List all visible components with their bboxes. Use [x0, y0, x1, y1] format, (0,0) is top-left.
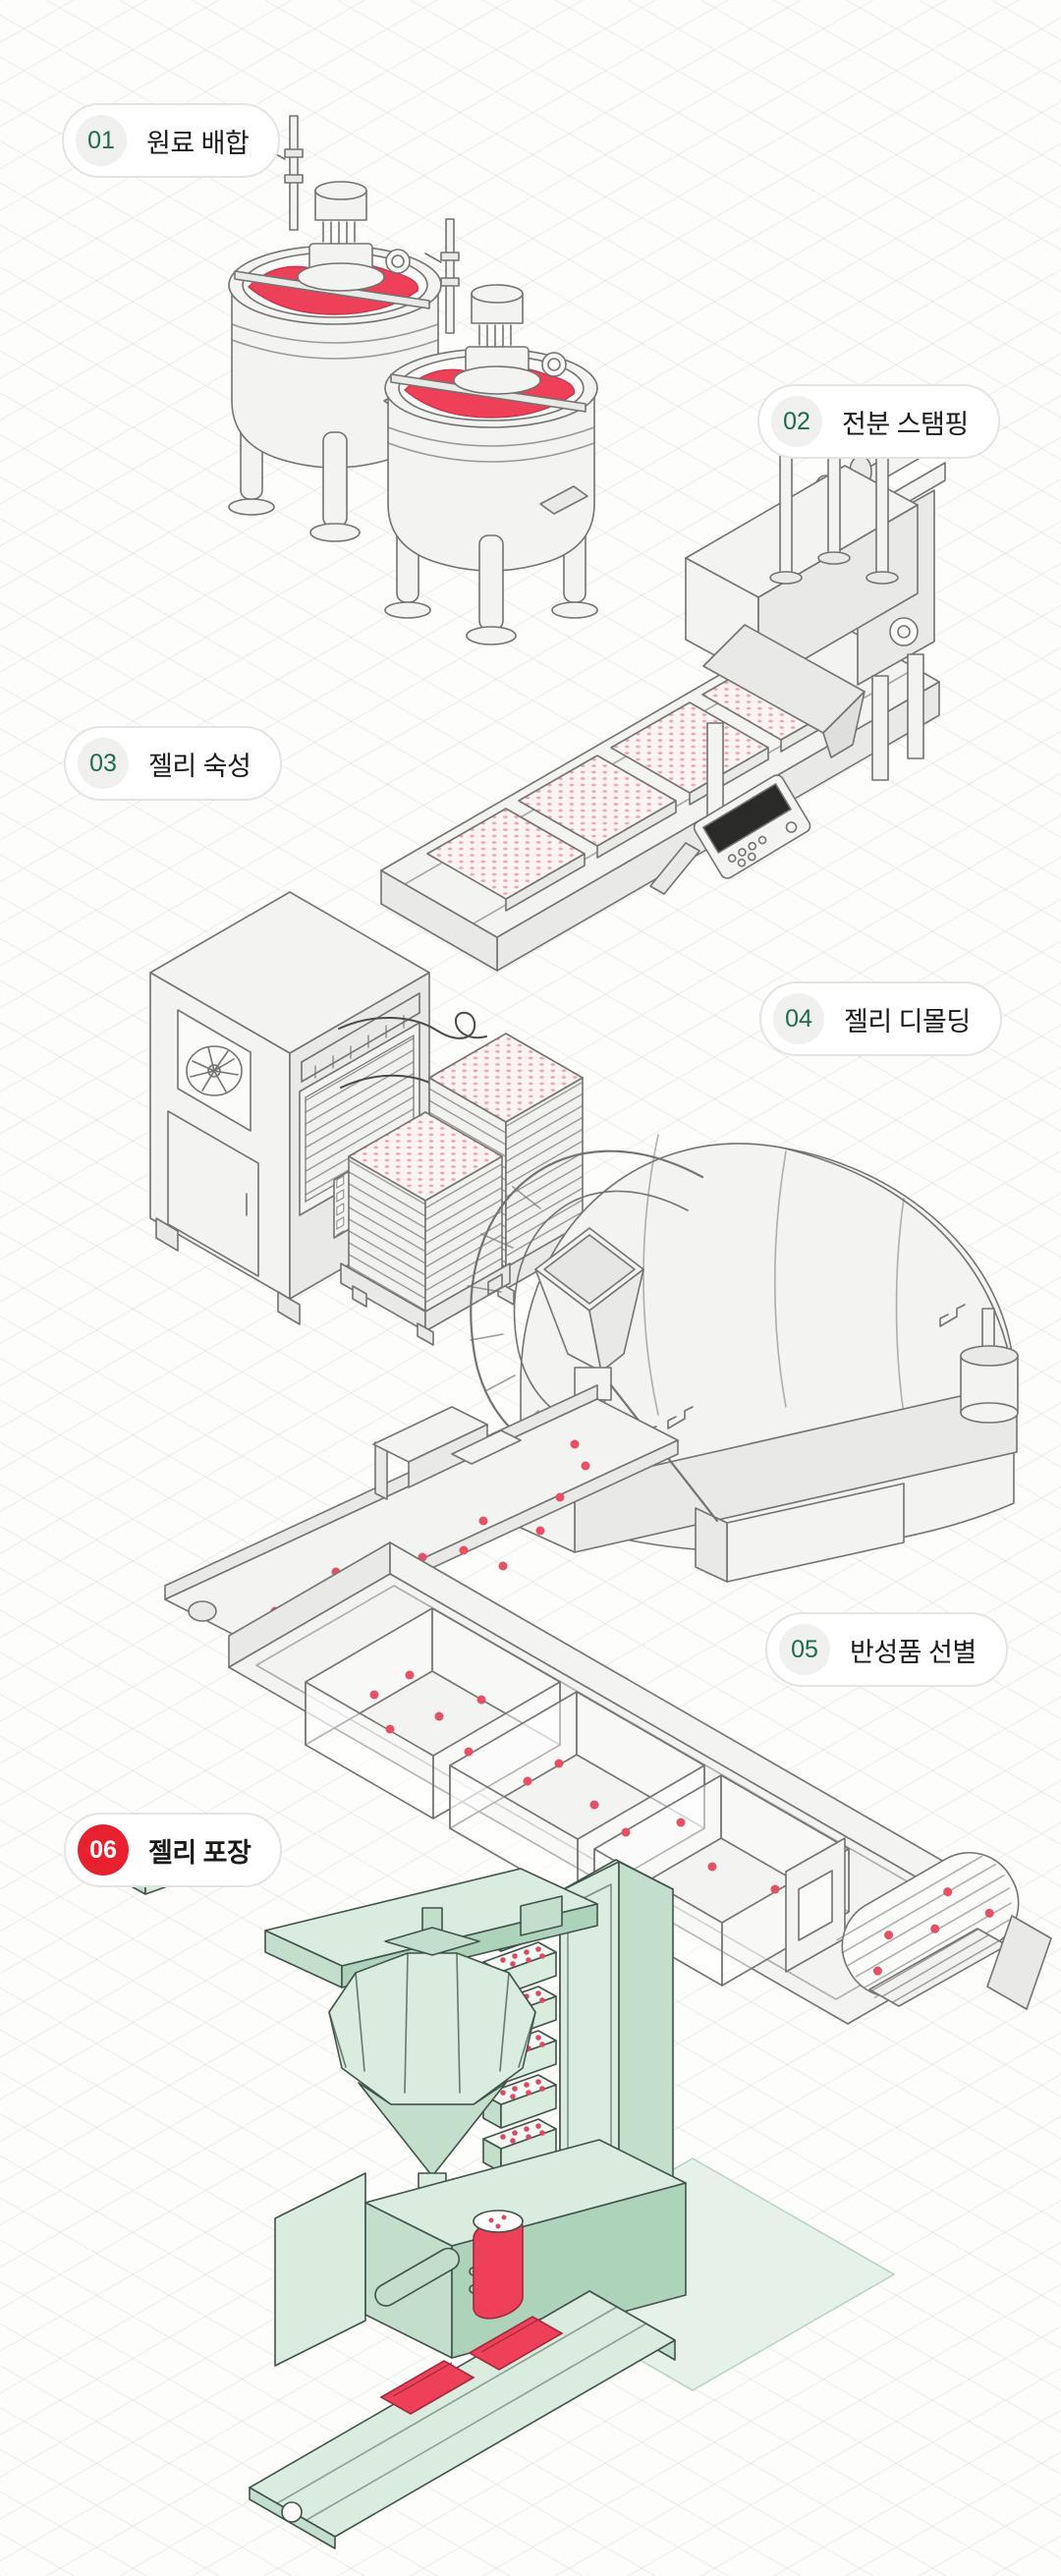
step-pill-03: 03 젤리 숙성	[64, 726, 283, 801]
step-label: 젤리 디몰딩	[844, 1006, 971, 1036]
step-label: 원료 배합	[146, 128, 250, 158]
hopper	[534, 1227, 719, 1523]
control-panel	[649, 774, 811, 895]
step-number-badge: 06	[78, 1824, 129, 1876]
step-pill-06-active: 06 젤리 포장	[64, 1813, 283, 1887]
step-number-badge: 01	[76, 115, 127, 166]
step-label: 전분 스탬핑	[842, 409, 969, 439]
step-pill-02: 02 전분 스탬핑	[757, 384, 1000, 459]
press-unit	[685, 437, 946, 840]
transfer-bridge	[372, 1406, 522, 1500]
sorter-drum-unit	[785, 1837, 1052, 2010]
step-06-illustration-packaging-machine	[127, 1840, 904, 2549]
output-conveyor	[249, 2290, 676, 2549]
step-number-badge: 05	[779, 1624, 830, 1675]
jelly-dots	[369, 1670, 823, 1937]
bagging-station	[274, 2139, 687, 2367]
step-03-illustration-aging-room	[133, 869, 648, 1356]
tray-stack-front	[340, 1111, 511, 1346]
step-02-illustration-stamping-machine	[362, 430, 951, 976]
step-label: 젤리 숙성	[148, 751, 251, 781]
step-number-badge: 02	[771, 396, 822, 447]
fan	[177, 1009, 251, 1132]
step-pill-01: 01 원료 배합	[62, 103, 281, 178]
step-04-illustration-demolding-drum	[128, 1061, 1019, 1670]
step-label: 반성품 선별	[850, 1637, 977, 1667]
press-rods	[769, 437, 899, 585]
finished-pouches	[379, 2316, 564, 2415]
step-label: 젤리 포장	[148, 1837, 251, 1868]
step-pill-04: 04 젤리 디몰딩	[759, 981, 1002, 1056]
step-05-illustration-sorting-conveyor	[182, 1528, 1061, 2039]
step-pill-05: 05 반성품 선별	[765, 1612, 1008, 1687]
step-number-badge: 03	[78, 738, 129, 789]
step-number-badge: 04	[773, 993, 824, 1044]
